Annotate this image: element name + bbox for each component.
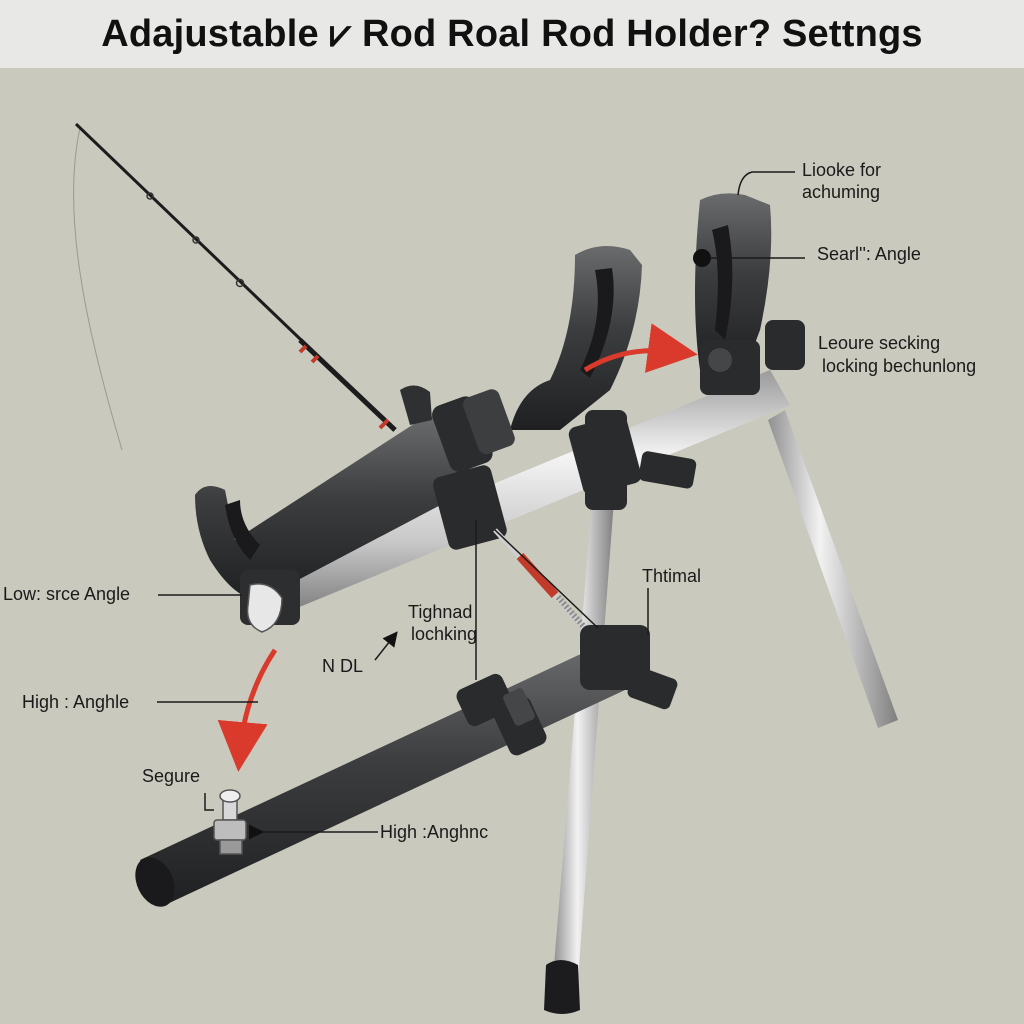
lower-adjustable-bar (135, 625, 678, 907)
label-tighnad: Tighnad (408, 602, 472, 622)
label-low-source-angle: Low: srce Angle (3, 584, 130, 604)
middle-rod-rest (510, 246, 642, 430)
securing-bolt (213, 789, 247, 855)
center-leg-foot (544, 960, 580, 1014)
label-achuming: achuming (802, 182, 880, 202)
rear-locking-mechanism (700, 320, 805, 395)
diagonal-support-leg (493, 528, 597, 642)
center-leg (553, 500, 614, 980)
tilt-down-arrow-icon (217, 648, 278, 772)
page-title: Adajustable ⩗ Rod Roal Rod Holder? Settn… (101, 12, 923, 55)
callout-leaders (157, 171, 805, 840)
rotate-arrow-icon (583, 323, 698, 373)
label-segure: Segure (142, 766, 200, 786)
label-locking-bechunlong: locking bechunlong (822, 356, 976, 376)
label-lochking: lochking (411, 624, 477, 644)
label-high-anghnc: High :Anghnc (380, 822, 488, 842)
label-ndl: N DL (322, 656, 363, 676)
label-high-anghle: High : Anghle (22, 692, 129, 712)
label-sear-angle: Searl'': Angle (817, 244, 921, 264)
rear-rod-rest (695, 193, 772, 370)
front-clamp (240, 570, 300, 633)
label-thtimal: Thtimal (642, 566, 701, 586)
label-leoure-secking: Leoure secking (818, 333, 940, 353)
fishing-rod (74, 122, 397, 432)
leg-junction (585, 410, 627, 510)
rear-leg-right (768, 410, 898, 728)
label-look-for: Liooke for (802, 160, 881, 180)
rod-holder-diagram: Liooke for achuming Searl'': Angle Leour… (3, 122, 976, 1014)
front-rod-holder (195, 385, 515, 600)
fishing-line (73, 127, 123, 451)
title-banner: Adajustable ⩗ Rod Roal Rod Holder? Settn… (0, 0, 1024, 68)
